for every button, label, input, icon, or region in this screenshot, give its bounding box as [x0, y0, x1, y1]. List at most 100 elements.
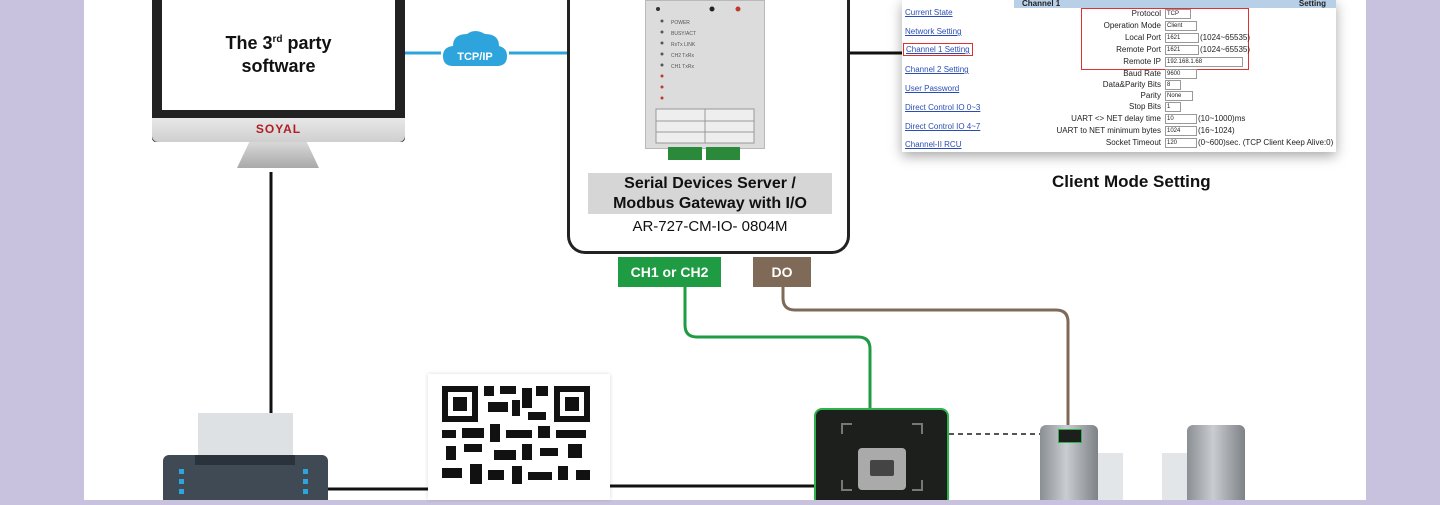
printer-slot: [195, 455, 295, 465]
software-line2: software: [241, 56, 316, 76]
gate-panel: [1162, 453, 1187, 500]
field-row: Parity None: [1014, 91, 1336, 102]
local-port-input[interactable]: 1621: [1165, 33, 1199, 43]
field-row: Stop Bits 1: [1014, 102, 1336, 113]
software-sup: rd: [272, 34, 283, 45]
monitor-screen: [162, 0, 395, 110]
field-row: Protocol TCP: [1014, 9, 1336, 20]
field-row: UART to NET minimum bytes 1024 (16~1024): [1014, 126, 1336, 137]
min-bytes-input[interactable]: 1024: [1165, 126, 1197, 136]
printer-led: [179, 489, 184, 494]
field-label: Stop Bits: [1128, 102, 1161, 111]
printer-led: [303, 469, 308, 474]
stop-bits-select[interactable]: 1: [1165, 102, 1181, 112]
printer-icon: [163, 455, 328, 500]
line-do-gate: [781, 287, 1070, 427]
tcpip-label: TCP/IP: [457, 51, 492, 63]
nav-current-state[interactable]: Current State: [905, 8, 953, 17]
nav-user-password[interactable]: User Password: [905, 84, 960, 93]
turnstile-gate-right: [1187, 425, 1245, 500]
field-label: Operation Mode: [1103, 21, 1161, 30]
protocol-select[interactable]: TCP: [1165, 9, 1191, 19]
field-label: Data&Parity Bits: [1102, 80, 1161, 89]
monitor: SOYAL: [152, 0, 405, 142]
field-row: Remote IP 192.168.1.68: [1014, 57, 1336, 68]
field-row: Socket Timeout 120 (0~600)sec. (TCP Clie…: [1014, 138, 1336, 149]
field-range: (0~600)sec. (TCP Client Keep Alive:0): [1198, 138, 1334, 147]
settings-header-right: Setting: [1298, 0, 1326, 8]
device-model: AR-727-CM-IO- 0804M: [632, 218, 788, 235]
gate-reader-icon: [1058, 429, 1082, 443]
nav-direct-io-4-7[interactable]: Direct Control IO 4~7: [905, 122, 981, 131]
field-row: Local Port 1621 (1024~65535): [1014, 33, 1336, 44]
led-label: RxTx LINK: [671, 42, 696, 48]
field-label: Socket Timeout: [1105, 138, 1161, 147]
turnstile-gate-left: [1040, 425, 1098, 500]
field-range: (10~1000)ms: [1198, 114, 1246, 123]
printer-led: [303, 479, 308, 484]
field-label: Remote IP: [1123, 57, 1161, 66]
nav-channel1-setting[interactable]: Channel 1 Setting: [903, 43, 973, 56]
printer-led: [303, 489, 308, 494]
remote-port-input[interactable]: 1621: [1165, 45, 1199, 55]
field-label: UART <> NET delay time: [1071, 114, 1161, 123]
field-range: (16~1024): [1198, 126, 1235, 135]
baud-rate-select[interactable]: 9600: [1165, 69, 1197, 79]
qr-code-icon: [442, 386, 590, 484]
parity-select[interactable]: None: [1165, 91, 1193, 101]
nav-direct-io-0-3[interactable]: Direct Control IO 0~3: [905, 103, 981, 112]
device-faceplate: [655, 6, 755, 144]
device-title: Serial Devices Server / Modbus Gateway w…: [588, 174, 832, 214]
cloud-icon: TCP/IP: [443, 31, 507, 66]
field-label: UART to NET minimum bytes: [1056, 126, 1161, 135]
client-mode-caption: Client Mode Setting: [1052, 172, 1211, 191]
qr-reader-device: [814, 408, 949, 500]
field-row: UART <> NET delay time 10 (10~1000)ms: [1014, 114, 1336, 125]
led-label: CH1 TxRx: [671, 64, 694, 70]
monitor-brand: SOYAL: [255, 122, 302, 136]
remote-ip-input[interactable]: 192.168.1.68: [1165, 57, 1243, 67]
scanner-window-icon: [841, 423, 923, 491]
gate-panel: [1098, 453, 1123, 500]
tag-do: DO: [753, 257, 811, 287]
software-line1: The 3: [225, 33, 273, 53]
qr-code-card: [428, 374, 610, 500]
device-title-line2: Modbus Gateway with I/O: [613, 195, 807, 212]
field-range: (1024~65535): [1200, 45, 1251, 54]
field-row: Operation Mode Client: [1014, 21, 1336, 32]
printer-led: [179, 469, 184, 474]
field-range: (1024~65535): [1200, 33, 1251, 42]
monitor-bezel: [152, 118, 405, 142]
software-line1b: party: [282, 33, 332, 53]
nav-channel2-setting[interactable]: Channel 2 Setting: [905, 65, 969, 74]
socket-timeout-input[interactable]: 120: [1165, 138, 1197, 148]
terminal-block-right: [706, 147, 740, 160]
device-title-bar: [588, 173, 832, 214]
settings-header: Channel 1 Setting: [1014, 0, 1336, 8]
operation-mode-select[interactable]: Client: [1165, 21, 1197, 31]
field-label: Protocol: [1131, 9, 1161, 18]
field-row: Remote Port 1621 (1024~65535): [1014, 45, 1336, 56]
tag-ch1-ch2: CH1 or CH2: [618, 257, 721, 287]
field-label: Parity: [1140, 91, 1161, 100]
field-label: Remote Port: [1116, 45, 1161, 54]
led-label: BUSY/ACT: [671, 31, 697, 37]
field-label: Baud Rate: [1123, 69, 1161, 78]
field-row: Data&Parity Bits 8: [1014, 80, 1336, 91]
led-label: POWER: [671, 20, 690, 26]
settings-window: Channel 1 Setting Current State Network …: [902, 0, 1336, 152]
data-bits-select[interactable]: 8: [1165, 80, 1181, 90]
software-label: The 3rd party software: [162, 28, 395, 78]
field-label: Local Port: [1124, 33, 1161, 42]
led-label: CH2 TxRx: [671, 53, 694, 59]
delay-time-input[interactable]: 10: [1165, 114, 1197, 124]
nav-network-setting[interactable]: Network Setting: [905, 27, 962, 36]
nav-channel2-rcu[interactable]: Channel-II RCU: [905, 140, 962, 149]
terminal-block-left: [668, 147, 702, 160]
monitor-stand: [237, 142, 319, 168]
printer-led: [179, 479, 184, 484]
serial-server-device: POWER BUSY/ACT RxTx LINK CH2 TxRx CH1 Tx…: [645, 0, 765, 149]
line-ch-reader: [683, 287, 872, 408]
settings-header-left: Channel 1: [1022, 0, 1061, 8]
